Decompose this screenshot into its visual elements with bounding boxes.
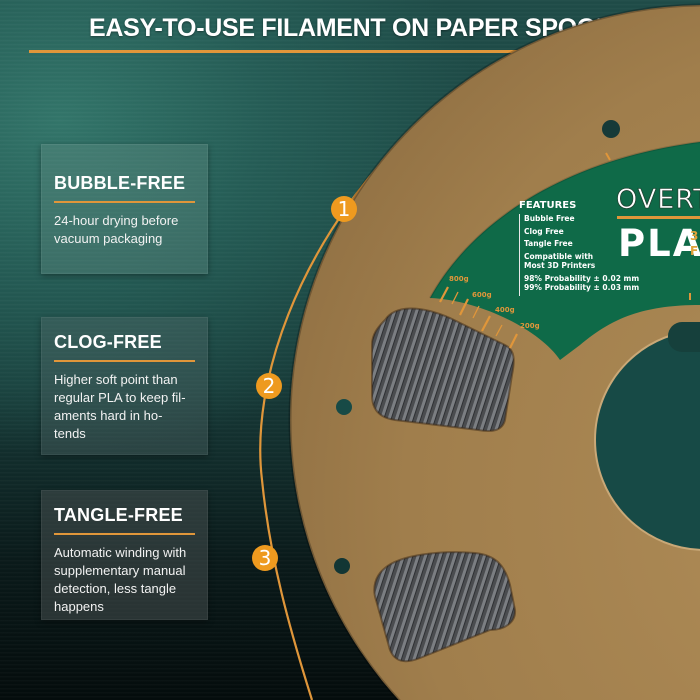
feature-description: 24-hour drying before vacuum packaging <box>54 213 179 246</box>
spool-features-heading: FEATURES <box>519 200 577 211</box>
feature-card-bubble-free: BUBBLE-FREE 24-hour drying before vacuum… <box>41 144 208 274</box>
feature-title: BUBBLE-FREE <box>54 173 186 193</box>
step-badge-2: 2 <box>256 373 282 399</box>
material-subtext: 3 <box>690 229 699 243</box>
feature-card-tangle-free: TANGLE-FREE Automatic winding with suppl… <box>41 490 208 620</box>
material-subtext: F <box>690 244 699 258</box>
feature-description: Higher soft point than regular PLA to ke… <box>54 372 186 441</box>
spool-feature-item: Bubble Free <box>524 214 575 223</box>
spool-feature-item: Tangle Free <box>524 239 573 248</box>
weight-mark: 800g <box>449 275 469 283</box>
spool-feature-item: 98% Probability ± 0.02 mm <box>524 273 640 283</box>
page-title: EASY-TO-USE FILAMENT ON PAPER SPOOL <box>89 14 611 42</box>
feature-divider <box>54 533 195 535</box>
brand-divider <box>617 216 700 219</box>
weight-mark: 200g <box>520 322 540 330</box>
spool-feature-item: Most 3D Printers <box>524 261 596 270</box>
feature-card-clog-free: CLOG-FREE Higher soft point than regular… <box>41 317 208 455</box>
brand-logo: OVERT <box>616 184 700 216</box>
step-badge-1: 1 <box>331 196 357 222</box>
spool-features-list: Bubble Free Clog Free Tangle Free Compat… <box>519 214 639 296</box>
feature-title: TANGLE-FREE <box>54 505 183 525</box>
spool-feature-item: 99% Probability ± 0.03 mm <box>524 283 640 292</box>
weight-mark: 600g <box>472 291 492 299</box>
spool-feature-item: Compatible with <box>524 251 594 261</box>
feature-description: Automatic winding with supplementary man… <box>54 545 187 614</box>
spool-feature-item: Clog Free <box>524 226 564 236</box>
feature-divider <box>54 360 195 362</box>
title-divider <box>29 50 671 53</box>
material-name: PLA <box>618 222 700 265</box>
feature-title: CLOG-FREE <box>54 332 162 352</box>
step-badge-3: 3 <box>252 545 278 571</box>
weight-mark: 400g <box>495 306 515 314</box>
feature-divider <box>54 201 195 203</box>
